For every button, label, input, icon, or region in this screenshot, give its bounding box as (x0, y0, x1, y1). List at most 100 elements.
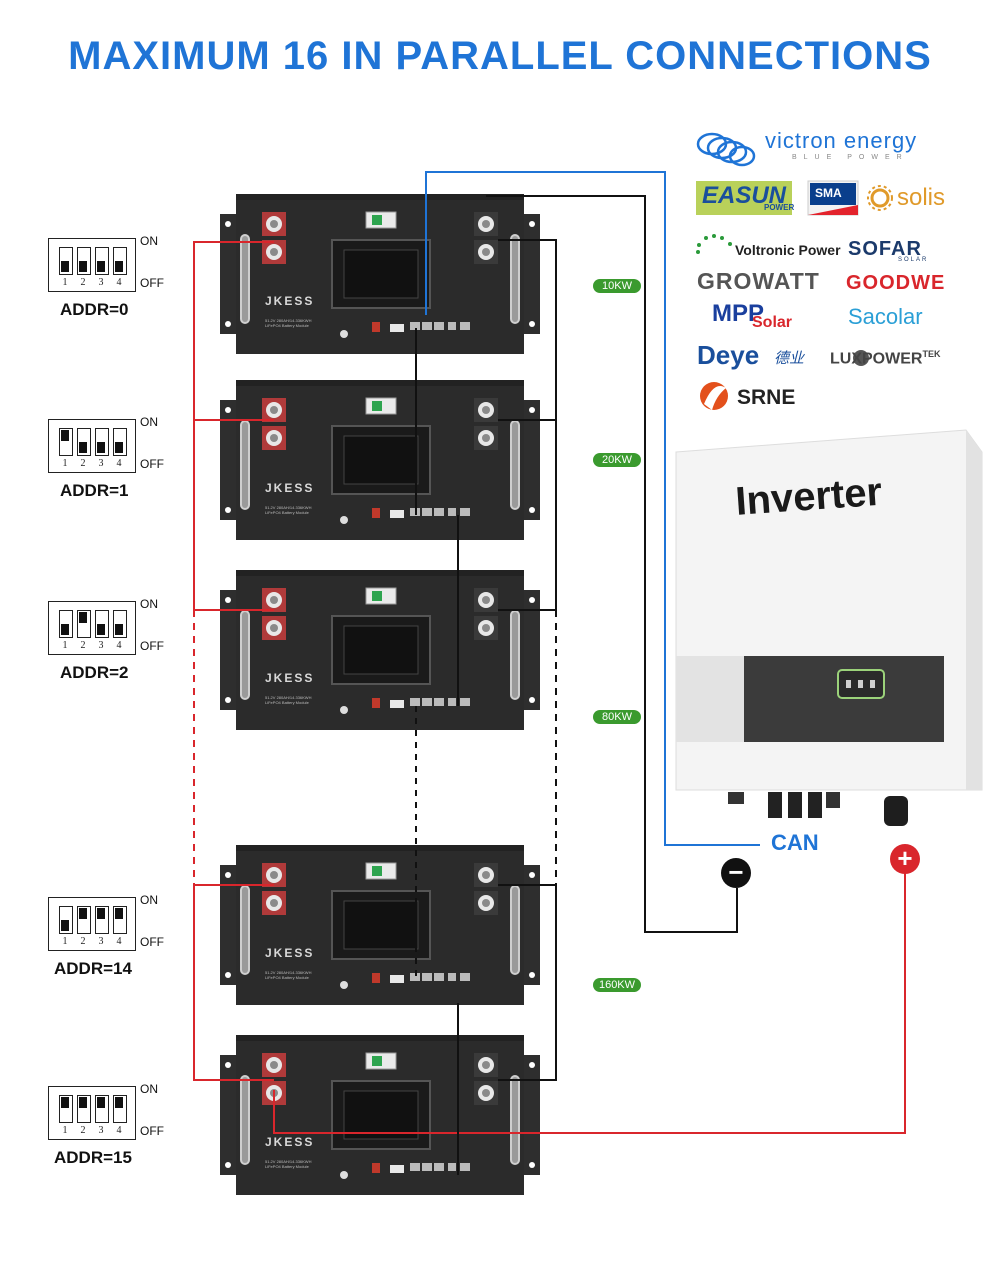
inverter (675, 429, 983, 826)
dip-switch-knob (97, 261, 105, 272)
power-badge-160kw: 160KW (593, 978, 641, 992)
solis-sun-icon (867, 185, 893, 211)
power-badge-80kw: 80KW (593, 710, 641, 724)
page-title: MAXIMUM 16 IN PARALLEL CONNECTIONS (68, 34, 932, 78)
brand-easun-sub: POWER (764, 203, 795, 212)
dip-switch (59, 906, 73, 934)
dip-switch (59, 247, 73, 275)
dip-switch-number: 4 (116, 458, 122, 469)
brand-mpp: MPP (712, 300, 765, 327)
dip-switch-knob (61, 430, 69, 441)
dip-switch-number: 1 (62, 458, 68, 469)
voltronic-dots-icon (696, 234, 732, 254)
dip-switch (59, 428, 73, 456)
dip-switch-number: 2 (80, 936, 86, 947)
brand-luxpower-sup: TEK (922, 349, 941, 359)
dip-off-label: OFF (140, 457, 164, 471)
dip-switch-number: 3 (98, 936, 104, 947)
brand-sofar: SOFAR (848, 238, 922, 260)
dip-switch-knob (61, 920, 69, 931)
dip-off-label: OFF (140, 639, 164, 653)
dip-switch (113, 428, 127, 456)
dip-off-label: OFF (140, 935, 164, 949)
dip-switch (77, 906, 91, 934)
dip-switch-number: 4 (116, 640, 122, 651)
dip-switch-knob (79, 261, 87, 272)
luxpower-x-icon (853, 350, 869, 366)
battery-module-15 (219, 1034, 541, 1196)
dip-switch-number: 4 (116, 277, 122, 288)
brand-solis: solis (897, 184, 946, 211)
dip-switch-number: 1 (62, 640, 68, 651)
positive-terminal-icon: + (890, 844, 920, 874)
can-label: CAN (771, 830, 819, 855)
easun-logo-box (696, 181, 792, 215)
battery-logo: JKESS (265, 294, 315, 308)
dip-switch-number: 3 (98, 277, 104, 288)
dip-switch-number: 3 (98, 640, 104, 651)
dip-switch (59, 1095, 73, 1123)
battery-logo: JKESS (265, 481, 315, 495)
brand-luxpower: LUXPOWERTEK (830, 349, 941, 368)
battery-module-2 (219, 569, 541, 731)
address-label: ADDR=15 (54, 1148, 132, 1167)
dip-switch (95, 247, 109, 275)
battery-module-0 (219, 193, 541, 355)
battery-module-14 (219, 844, 541, 1006)
dip-on-label: ON (140, 1082, 158, 1096)
battery-logo: JKESS (265, 671, 315, 685)
dip-on-label: ON (140, 234, 158, 248)
brand-deye: Deye (697, 340, 760, 370)
dip-switch (113, 906, 127, 934)
dip-switch-number: 3 (98, 1125, 104, 1136)
brand-mpp-sub: Solar (752, 314, 793, 331)
dip-switch-knob (79, 612, 87, 623)
dip-switch-knob (79, 908, 87, 919)
dip-switch (77, 428, 91, 456)
battery-logo: JKESS (265, 946, 315, 960)
dip-switch-number: 4 (116, 936, 122, 947)
dip-switch (77, 247, 91, 275)
dip-switch (113, 1095, 127, 1123)
dip-switch (77, 610, 91, 638)
dip-switch-number: 1 (62, 1125, 68, 1136)
can-wire (425, 171, 760, 846)
srne-flame-icon (700, 382, 728, 410)
dip-switch-knob (97, 624, 105, 635)
brand-easun: EASUN (702, 182, 787, 209)
brand-srne: SRNE (737, 386, 796, 409)
dip-on-label: ON (140, 415, 158, 429)
dip-switch-knob (61, 1097, 69, 1108)
dip-switch-number: 2 (80, 640, 86, 651)
victron-logo-icon (696, 132, 756, 167)
brand-deye-cn: 德业 (774, 350, 805, 367)
dip-off-label: OFF (140, 276, 164, 290)
dip-switch-number: 1 (62, 936, 68, 947)
dip-switch-box: 1 2 3 4 (48, 897, 136, 951)
address-label: ADDR=1 (60, 481, 129, 500)
dip-on-label: ON (140, 597, 158, 611)
dip-switch (95, 906, 109, 934)
dip-switch-knob (115, 1097, 123, 1108)
brand-goodwe: GOODWE (846, 272, 946, 294)
brand-sacolar: Sacolar (848, 304, 923, 329)
power-badge-20kw: 20KW (593, 453, 641, 467)
dip-switch-number: 2 (80, 1125, 86, 1136)
brand-sofar-sub: SOLAR (898, 257, 929, 263)
address-label: ADDR=2 (60, 663, 129, 682)
dip-switch-knob (115, 624, 123, 635)
dip-switch (95, 428, 109, 456)
comm-wires (415, 328, 459, 1175)
dip-switch-number: 3 (98, 458, 104, 469)
